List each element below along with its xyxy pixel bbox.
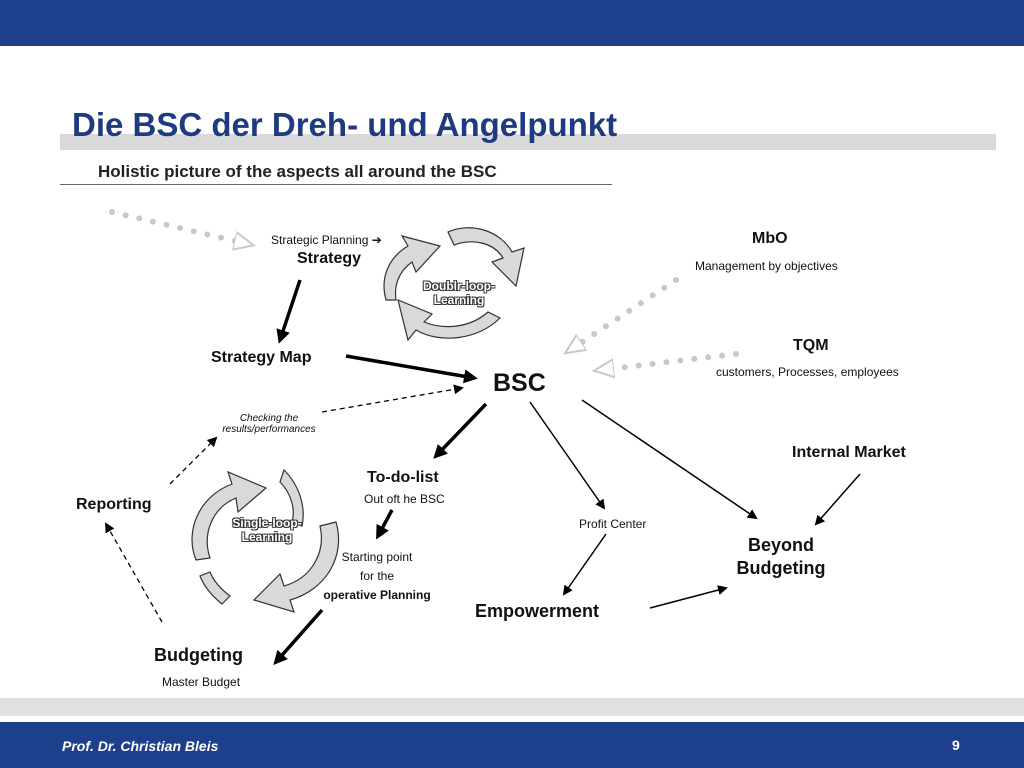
empowerment-node: Empowerment bbox=[475, 601, 600, 621]
arrow-empowerment-to-beyond bbox=[649, 585, 728, 609]
arrow-strategy-to-map bbox=[276, 279, 302, 344]
double-loop-label-line2: Learning bbox=[433, 293, 485, 307]
starting-point-label: Starting point for the operative Plannin… bbox=[312, 548, 442, 605]
bottom-banner bbox=[0, 722, 1024, 768]
tqm-node: TQM bbox=[793, 337, 829, 354]
single-loop-cycle-icon bbox=[191, 468, 340, 613]
solid-arrows bbox=[273, 279, 861, 665]
strategic-planning-label: Strategic Planning ➔ bbox=[271, 233, 382, 247]
double-loop-cycle-icon bbox=[383, 227, 525, 342]
strategy-node: Strategy bbox=[297, 250, 362, 267]
tqm-description: customers, Processes, employees bbox=[716, 365, 899, 379]
arrow-bsc-to-beyond bbox=[581, 399, 758, 520]
master-budget-label: Master Budget bbox=[162, 675, 241, 689]
checking-label: Checking the results/performances bbox=[214, 413, 324, 435]
dashed-arrow-reporting-to-checking bbox=[169, 436, 218, 485]
arrow-profit-to-empowerment bbox=[562, 533, 607, 596]
beyond-budgeting-line1: Beyond bbox=[747, 535, 814, 555]
strategy-map-node: Strategy Map bbox=[211, 349, 312, 366]
footer-author: Prof. Dr. Christian Bleis bbox=[62, 738, 219, 754]
mbo-node: MbO bbox=[752, 230, 788, 247]
beyond-budgeting-node: Beyond Budgeting bbox=[731, 534, 831, 580]
single-loop-label-line2: Learning bbox=[241, 530, 293, 544]
arrow-todo-to-starting bbox=[376, 509, 394, 540]
dashed-arrow-budgeting-to-reporting bbox=[105, 522, 163, 623]
title-underline-bar bbox=[60, 134, 996, 150]
single-loop-label-line1: Single-loop- bbox=[232, 516, 302, 530]
arrow-starting-to-budgeting bbox=[273, 608, 324, 665]
starting-point-line1: Starting point bbox=[341, 550, 413, 564]
starting-point-line3: operative Planning bbox=[323, 588, 431, 602]
mbo-description: Management by objectives bbox=[695, 259, 838, 273]
arrow-map-to-bsc bbox=[345, 354, 478, 384]
arrow-bsc-to-todo bbox=[433, 402, 488, 459]
dotted-arrows bbox=[109, 209, 739, 370]
todo-description: Out oft he BSC bbox=[364, 492, 445, 506]
dotted-arrow-tqm-to-bsc bbox=[600, 351, 739, 370]
double-loop-label: Doublr-loop- Learning bbox=[414, 279, 504, 307]
profit-center-node: Profit Center bbox=[579, 517, 647, 531]
arrow-bsc-to-profit-center bbox=[529, 401, 606, 510]
reporting-node: Reporting bbox=[76, 496, 152, 513]
double-loop-label-line1: Doublr-loop- bbox=[423, 279, 495, 293]
single-loop-label: Single-loop- Learning bbox=[222, 516, 312, 544]
bsc-node: BSC bbox=[493, 369, 546, 397]
bottom-gray-strip bbox=[0, 698, 1024, 716]
dotted-arrow-to-strategy bbox=[109, 209, 248, 244]
dashed-arrow-checking-to-bsc bbox=[321, 384, 464, 413]
internal-market-node: Internal Market bbox=[792, 444, 906, 461]
checking-label-line2: results/performances bbox=[222, 424, 316, 435]
page-number: 9 bbox=[952, 737, 960, 753]
budgeting-node: Budgeting bbox=[154, 645, 243, 665]
beyond-budgeting-line2: Budgeting bbox=[736, 558, 826, 578]
arrow-internal-to-beyond bbox=[814, 473, 861, 526]
dotted-arrow-mbo-to-bsc bbox=[570, 277, 679, 350]
page-title: Die BSC der Dreh- und Angelpunkt bbox=[72, 106, 618, 143]
todo-list-node: To-do-list bbox=[367, 469, 439, 486]
dashed-arrows bbox=[105, 384, 464, 623]
subtitle-underline bbox=[60, 184, 612, 185]
top-banner bbox=[0, 0, 1024, 46]
checking-label-line1: Checking the bbox=[239, 413, 299, 424]
starting-point-line2: for the bbox=[359, 569, 395, 583]
page-subtitle: Holistic picture of the aspects all arou… bbox=[98, 162, 497, 181]
